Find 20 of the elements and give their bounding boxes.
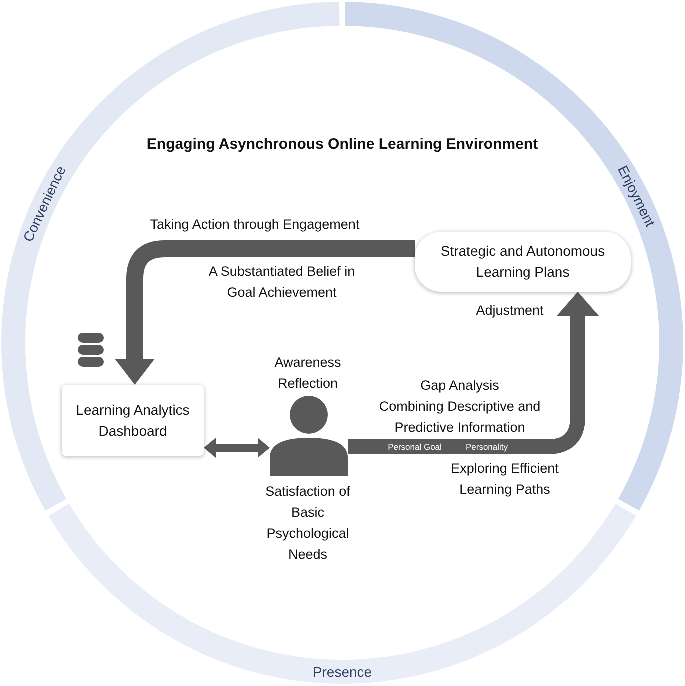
annotation-text: Exploring Efficient Learning Paths [450, 460, 560, 499]
person-icon [270, 396, 348, 476]
annotation-text: A Substantiated Belief in Goal Achievement [208, 263, 356, 302]
annotation-text: Satisfaction of Basic Psychological Needs [264, 483, 352, 564]
diagram-title: Engaging Asynchronous Online Learning Environment [146, 135, 540, 155]
dashboard-box [62, 385, 204, 456]
annotation-text: Adjustment [475, 302, 545, 320]
bar-label: Personality [464, 441, 510, 453]
annotation-text: Combining Descriptive and Predictive Information [378, 398, 542, 437]
annotation-text: Taking Action through Engagement [149, 216, 361, 234]
bar-label: Personal Goal [387, 441, 443, 453]
block-arrow [204, 438, 270, 458]
annotation-text: Awareness Reflection [274, 354, 342, 393]
block-arrow [348, 292, 599, 454]
segment-label: Presence [312, 664, 372, 680]
box-label: Learning Analytics Dashboard [75, 400, 191, 440]
block-arrow [115, 240, 415, 385]
rounded-box [415, 232, 631, 292]
annotation-text: Gap Analysis [420, 377, 500, 395]
box-label: Strategic and Autonomous Learning Plans [440, 242, 606, 282]
